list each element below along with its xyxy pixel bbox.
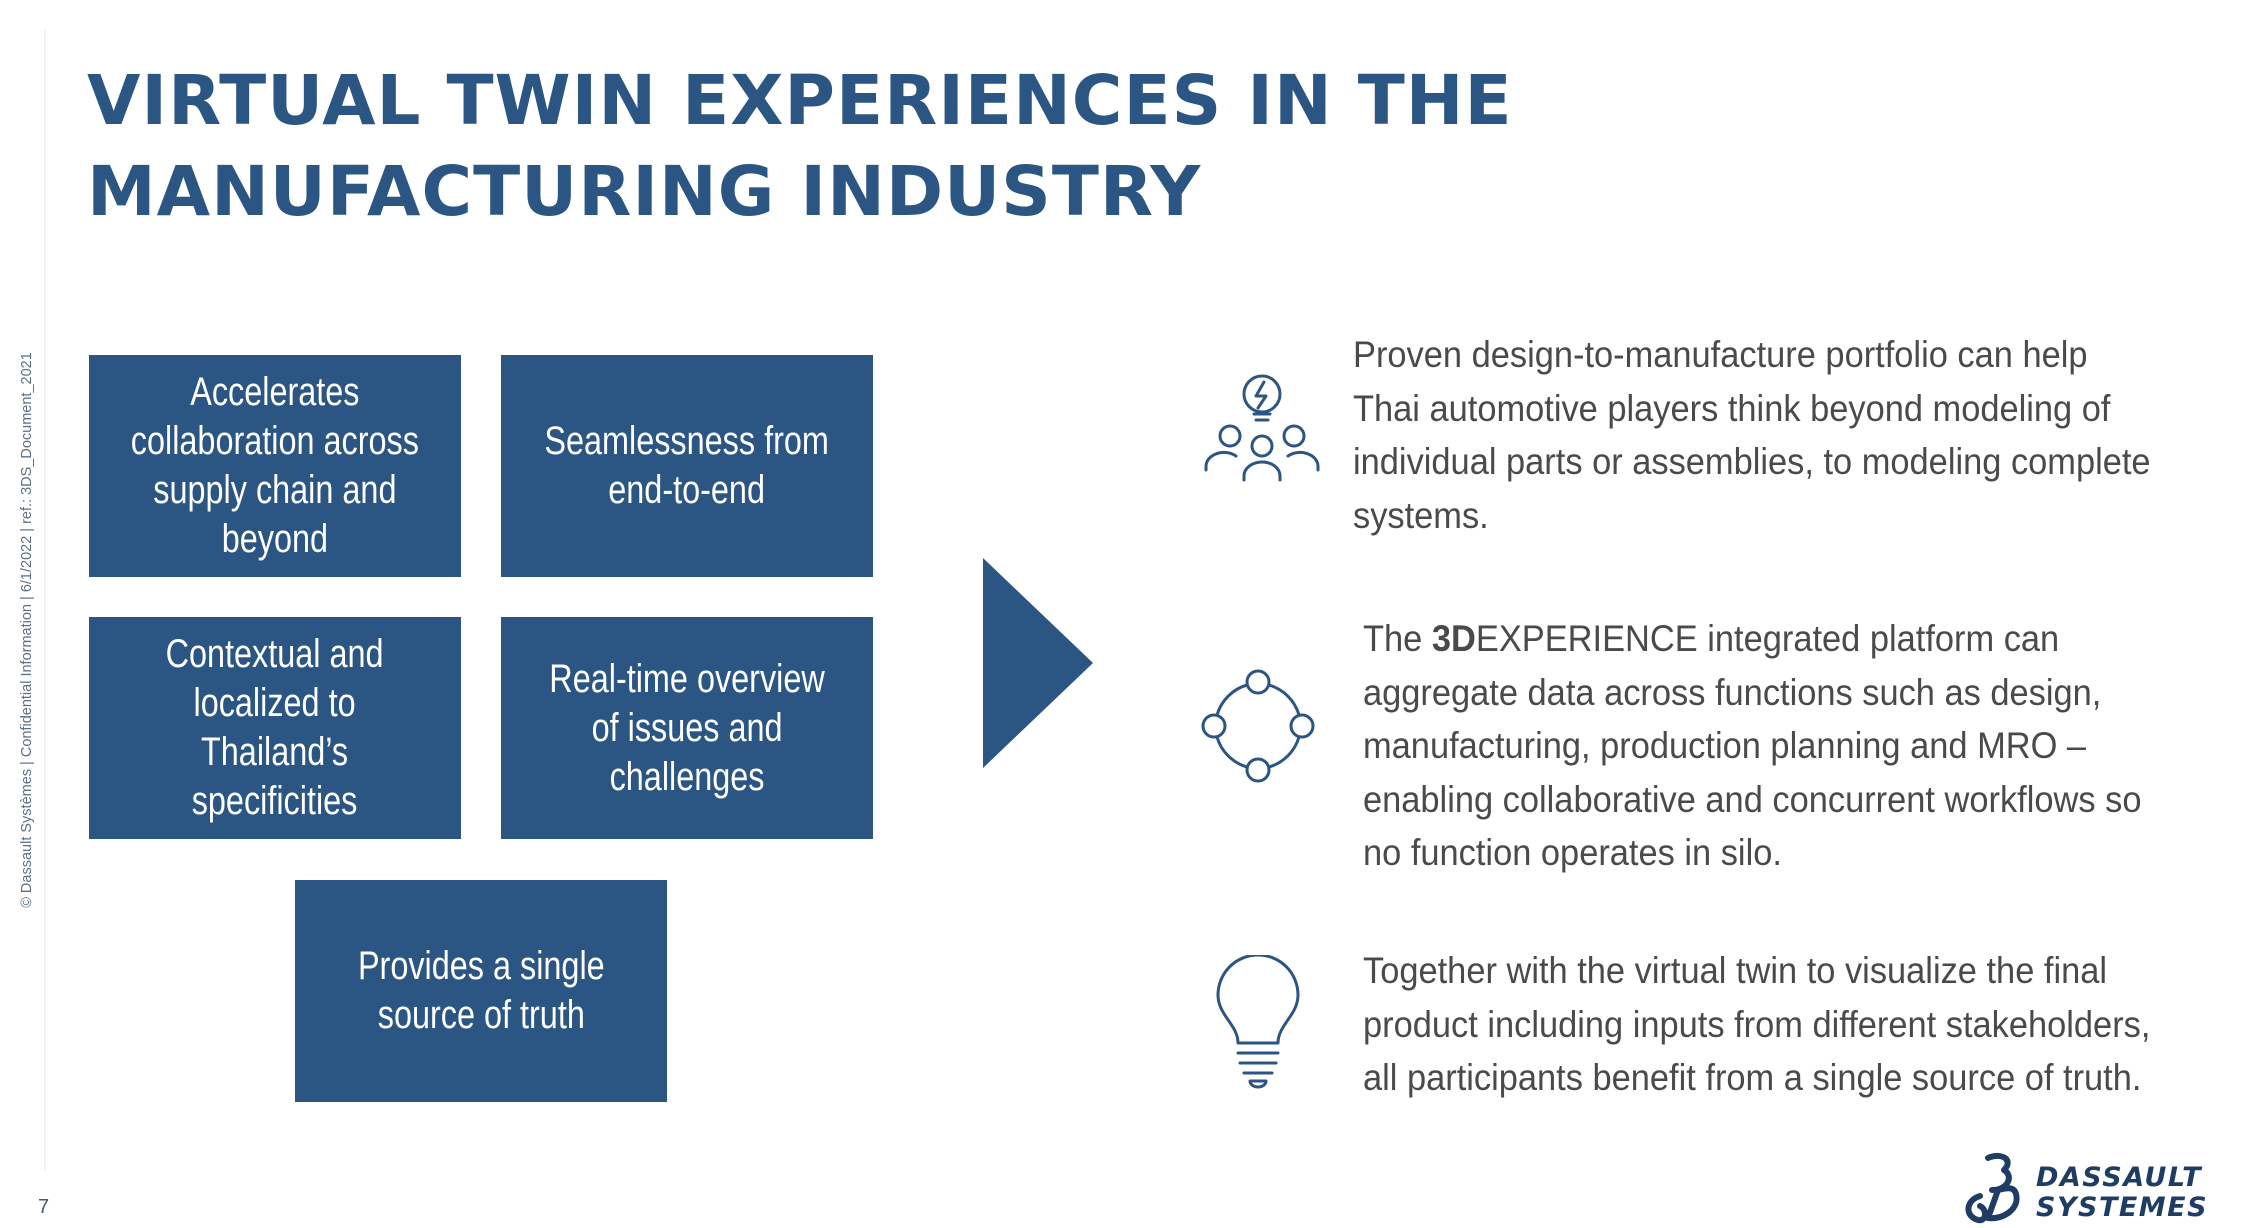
team-idea-icon: [1204, 374, 1320, 482]
feature-text-virtual-twin: Together with the virtual twin to visual…: [1363, 944, 2210, 1105]
benefit-line: Real-time overview: [549, 656, 825, 701]
benefit-box-realtime: Real-time overview of issues and challen…: [501, 617, 873, 839]
right-arrow-icon: [983, 558, 1093, 768]
lightbulb-icon: [1216, 955, 1300, 1089]
benefit-box-seamlessness: Seamlessness from end-to-end: [501, 355, 873, 577]
feature-line: product including inputs from different …: [1363, 1003, 2151, 1045]
benefit-line: source of truth: [377, 993, 585, 1037]
benefit-line: Contextual and: [166, 632, 384, 676]
feature-text-platform: The 3DEXPERIENCE integrated platform can…: [1363, 612, 2200, 880]
benefit-line: localized to: [193, 681, 357, 725]
3ds-logo-mark-icon: [1965, 1152, 2020, 1224]
feature-text-prefix: The: [1363, 618, 1432, 659]
logo-brand-line1: DASSAULT: [2036, 1162, 2202, 1193]
feature-text-portfolio: Proven design-to-manufacture portfolio c…: [1353, 328, 2211, 542]
feature-line: no function operates in silo.: [1363, 832, 1782, 873]
feature-line: all participants benefit from a single s…: [1363, 1057, 2142, 1098]
left-margin-rule: [44, 30, 46, 1170]
benefit-box-contextual: Contextual and localized to Thailand’s s…: [89, 617, 461, 839]
page-number: 7: [38, 1196, 50, 1218]
logo-brand-line2: SYSTEMES: [2036, 1192, 2209, 1223]
brand-3d-bold: 3D: [1431, 618, 1476, 659]
feature-line: systems.: [1353, 494, 1489, 536]
benefit-box-collaboration: Accelerates collaboration across supply …: [89, 355, 461, 577]
benefit-line: Thailand’s: [201, 730, 349, 774]
benefit-line: challenges: [609, 754, 765, 799]
benefit-line: Seamlessness from: [544, 419, 830, 463]
slide-title: VIRTUAL TWIN EXPERIENCES IN THE MANUFACT…: [87, 61, 1513, 232]
confidentiality-note: © Dassault Systèmes | Confidential Infor…: [19, 352, 35, 908]
feature-line-first: The 3DEXPERIENCE integrated platform can: [1363, 612, 2141, 666]
feature-line: Proven design-to-manufacture portfolio c…: [1353, 334, 2088, 375]
benefit-line: beyond: [221, 517, 329, 561]
benefit-line: supply chain and: [153, 468, 397, 512]
benefit-line: Provides a single: [357, 944, 605, 988]
feature-text-suffix: EXPERIENCE integrated platform can: [1475, 618, 2060, 659]
feature-line: Together with the virtual twin to visual…: [1363, 950, 2108, 991]
benefit-line: specificities: [192, 779, 358, 823]
feature-line: aggregate data across functions such as …: [1363, 671, 2102, 713]
benefit-line: Accelerates: [190, 370, 360, 414]
feature-line: manufacturing, production planning and M…: [1363, 725, 2087, 766]
feature-line: Thai automotive players think beyond mod…: [1353, 387, 2111, 429]
benefit-line: end-to-end: [608, 468, 766, 512]
circular-network-icon: [1201, 669, 1315, 783]
feature-line: individual parts or assemblies, to model…: [1353, 441, 2151, 482]
benefit-box-single-source: Provides a single source of truth: [295, 880, 667, 1102]
feature-line: enabling collaborative and concurrent wo…: [1363, 778, 2142, 820]
benefit-line: collaboration across: [130, 419, 420, 463]
dassault-systemes-logo: DASSAULT SYSTEMES: [1958, 1150, 2208, 1226]
benefit-line: of issues and: [591, 705, 783, 750]
